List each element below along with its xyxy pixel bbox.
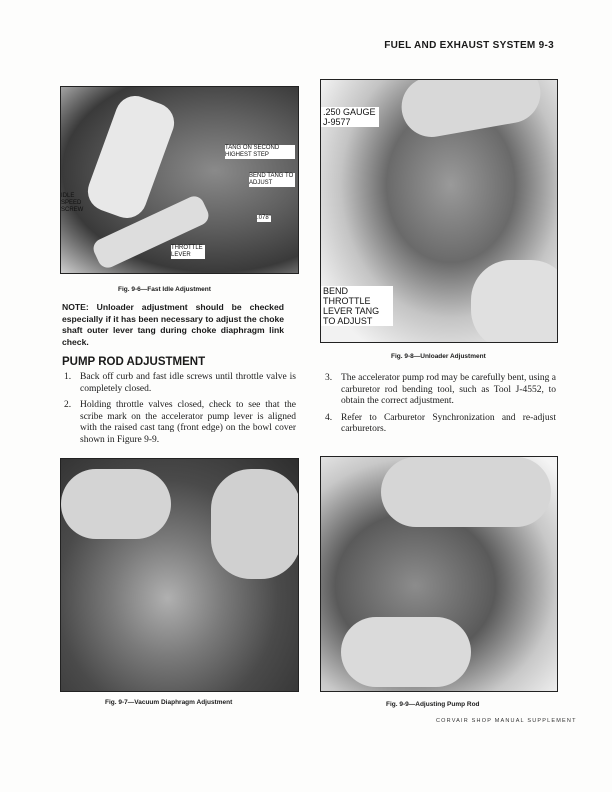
page-header: FUEL AND EXHAUST SYSTEM 9-3 — [384, 40, 554, 51]
figure-9-9 — [320, 456, 558, 692]
label-tang: TANG ON SECOND HIGHEST STEP — [225, 145, 295, 159]
right-text-column: 3.The accelerator pump rod may be carefu… — [323, 373, 556, 441]
step-3: 3.The accelerator pump rod may be carefu… — [325, 373, 556, 406]
label-throttle-lever: THROTTLE LEVER — [171, 245, 205, 259]
label-bend-throttle-lever-tang: BEND THROTTLE LEVER TANG TO ADJUST — [321, 286, 393, 326]
figure-9-8: .250 GAUGE J-9577 BEND THROTTLE LEVER TA… — [320, 79, 558, 343]
hand — [211, 469, 298, 579]
caption-9-7: Fig. 9-7—Vacuum Diaphragm Adjustment — [105, 699, 233, 706]
label-gap: .078" — [257, 215, 271, 222]
caption-9-8: Fig. 9-8—Unloader Adjustment — [391, 353, 486, 360]
figure-9-7 — [60, 458, 299, 692]
label-idle-speed-screw: IDLE SPEED SCREW — [61, 193, 84, 213]
caption-9-9: Fig. 9-9—Adjusting Pump Rod — [386, 701, 480, 708]
note-text: NOTE: Unloader adjustment should be chec… — [62, 302, 284, 347]
label-gauge: .250 GAUGE J-9577 — [321, 107, 379, 127]
left-text-column: NOTE: Unloader adjustment should be chec… — [62, 302, 296, 451]
section-title: PUMP ROD ADJUSTMENT — [62, 356, 206, 368]
hand — [381, 457, 551, 527]
hand — [61, 469, 171, 539]
figure-9-6: TANG ON SECOND HIGHEST STEP BEND TANG TO… — [60, 86, 299, 274]
step-4: 4.Refer to Carburetor Synchronization an… — [325, 412, 556, 435]
hand — [341, 617, 471, 687]
caption-9-6: Fig. 9-6—Fast Idle Adjustment — [118, 286, 211, 293]
page-footer: CORVAIR SHOP MANUAL SUPPLEMENT — [436, 718, 577, 724]
step-1: 1.Back off curb and fast idle screws unt… — [64, 372, 296, 394]
step-2: 2.Holding throttle valves closed, check … — [64, 400, 296, 445]
hand — [471, 260, 557, 342]
label-bend-tang: BEND TANG TO ADJUST — [249, 173, 295, 187]
